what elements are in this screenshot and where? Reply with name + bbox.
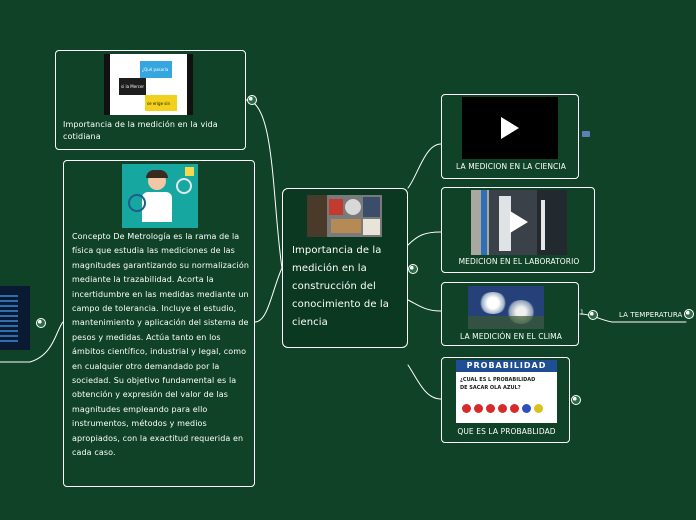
subtitle-icon[interactable] [582, 131, 590, 137]
probabilidad-heading: PROBABILIDAD [466, 361, 547, 370]
play-icon[interactable] [510, 211, 528, 233]
temperatura-label: LA TEMPERATURA [619, 311, 683, 319]
vida-cotidiana-thumbnail: ¿Qué pasaría si la Mercer se erige sin [104, 54, 193, 115]
laboratorio-video-thumbnail[interactable] [471, 190, 567, 255]
node-offscreen-left[interactable] [0, 286, 32, 350]
globe-icon[interactable] [588, 310, 598, 320]
thumb-text-2: si la Mercer [121, 84, 145, 89]
globe-icon[interactable] [36, 318, 46, 328]
play-icon[interactable] [501, 117, 519, 139]
clima-thumbnail [468, 286, 544, 329]
child-count: 1 [580, 309, 584, 316]
offscreen-thumbnail [0, 286, 30, 350]
concepto-thumbnail [122, 164, 198, 228]
vida-cotidiana-label: Importancia de la medición en la vida co… [63, 120, 218, 141]
central-topic[interactable]: Importancia de la medición en la constru… [282, 188, 408, 348]
link-left-offscreen [0, 321, 64, 363]
node-vida-cotidiana[interactable]: ¿Qué pasaría si la Mercer se erige sin I… [55, 50, 246, 150]
link-temperatura [579, 313, 687, 323]
clima-label: LA MEDICIÓN EN EL CLIMA [460, 332, 562, 341]
link-clima [407, 299, 442, 312]
node-medicion-laboratorio[interactable]: MEDICION EN EL LABORATORIO [441, 187, 595, 273]
probabilidad-line-2: DE SACAR OLA AZUL? [460, 385, 521, 391]
node-concepto[interactable]: Concepto De Metrología es la rama de la … [63, 160, 255, 487]
thumb-text-1: ¿Qué pasaría [142, 67, 169, 72]
probabilidad-line-1: ¿CUAL ES L PROBABILIDAD [460, 377, 536, 383]
thumb-text-3: se erige sin [147, 101, 171, 106]
globe-icon[interactable] [408, 264, 418, 274]
node-medicion-ciencia[interactable]: LA MEDICION EN LA CIENCIA [441, 94, 579, 179]
concepto-text: Concepto De Metrología es la rama de la … [72, 232, 249, 458]
globe-icon[interactable] [684, 309, 694, 319]
node-probabilidad[interactable]: PROBABILIDAD ¿CUAL ES L PROBABILIDAD DE … [441, 357, 570, 443]
link-left-top [245, 99, 283, 269]
node-medicion-clima[interactable]: LA MEDICIÓN EN EL CLIMA [441, 282, 579, 346]
node-temperatura[interactable]: LA TEMPERATURA [612, 308, 692, 322]
globe-icon[interactable] [247, 95, 257, 105]
central-thumbnail [307, 195, 382, 237]
probabilidad-label: QUE ES LA PROBABLIDAD [457, 427, 556, 436]
link-concepto [254, 267, 283, 323]
ciencia-label: LA MEDICION EN LA CIENCIA [456, 162, 566, 171]
globe-icon[interactable] [571, 395, 581, 405]
link-ciencia [407, 143, 442, 189]
ciencia-video-thumbnail[interactable] [462, 97, 558, 159]
link-probabilidad [407, 364, 442, 400]
central-title: Importancia de la medición en la constru… [292, 245, 389, 328]
probabilidad-thumbnail: PROBABILIDAD ¿CUAL ES L PROBABILIDAD DE … [456, 360, 557, 423]
link-laboratorio [407, 231, 442, 246]
laboratorio-label: MEDICION EN EL LABORATORIO [458, 257, 580, 266]
